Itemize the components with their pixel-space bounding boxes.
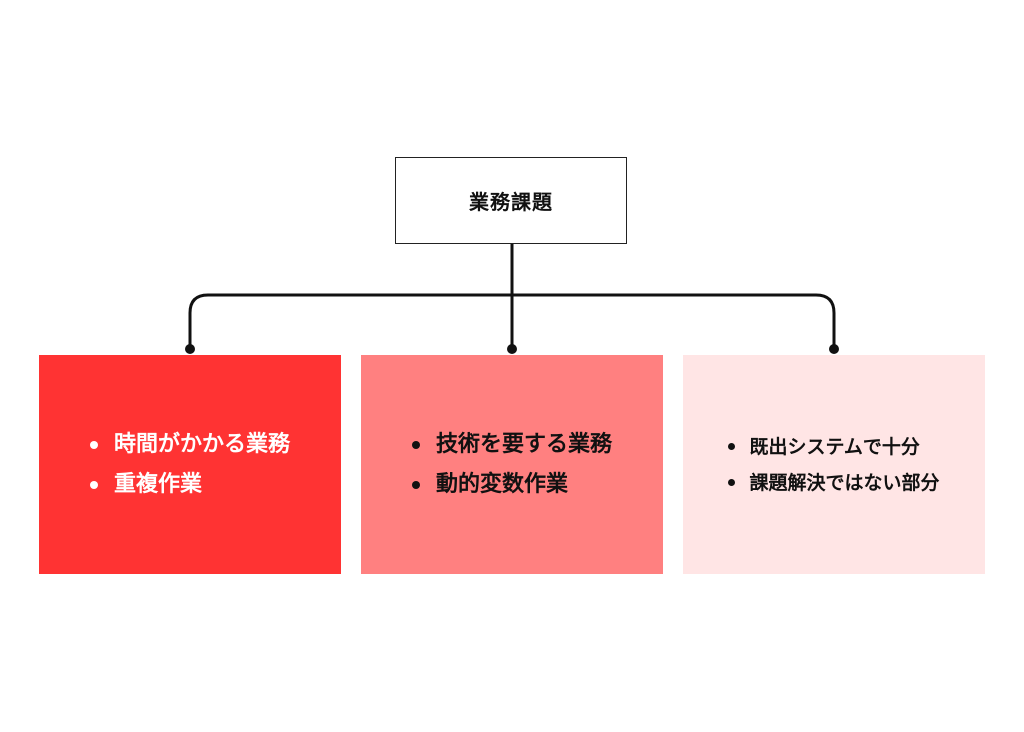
list-item: 重複作業	[89, 465, 290, 505]
list-item-text: 課題解決ではない部分	[749, 471, 940, 494]
bullet-dot-icon	[89, 480, 98, 489]
list-item: 動的変数作業	[411, 465, 612, 505]
bullet-dot-icon	[411, 480, 420, 489]
list-item-text: 技術を要する業務	[435, 431, 612, 457]
bullet-dot-icon	[728, 479, 736, 486]
bullet-list: 技術を要する業務 動的変数作業	[411, 425, 612, 505]
connector-dot-right	[829, 344, 839, 354]
bullet-dot-icon	[728, 443, 736, 450]
root-node: 業務課題	[395, 157, 627, 244]
child-box-2: 技術を要する業務 動的変数作業	[361, 355, 663, 574]
root-title: 業務課題	[469, 190, 553, 214]
list-item: 既出システムで十分	[728, 429, 939, 465]
child-box-3: 既出システムで十分 課題解決ではない部分	[683, 355, 985, 574]
bullet-dot-icon	[411, 440, 420, 449]
list-item: 技術を要する業務	[411, 425, 612, 465]
connector-dot-left	[185, 344, 195, 354]
connector-dot-center	[507, 344, 517, 354]
bullet-list: 既出システムで十分 課題解決ではない部分	[728, 429, 940, 501]
list-item-text: 重複作業	[113, 471, 202, 497]
bullet-dot-icon	[89, 440, 98, 449]
list-item-text: 時間がかかる業務	[113, 431, 290, 457]
child-box-1: 時間がかかる業務 重複作業	[39, 355, 341, 574]
list-item: 課題解決ではない部分	[728, 465, 940, 501]
bullet-list: 時間がかかる業務 重複作業	[89, 425, 290, 505]
list-item-text: 動的変数作業	[435, 471, 568, 497]
list-item: 時間がかかる業務	[89, 425, 290, 465]
list-item-text: 既出システムで十分	[749, 435, 920, 458]
